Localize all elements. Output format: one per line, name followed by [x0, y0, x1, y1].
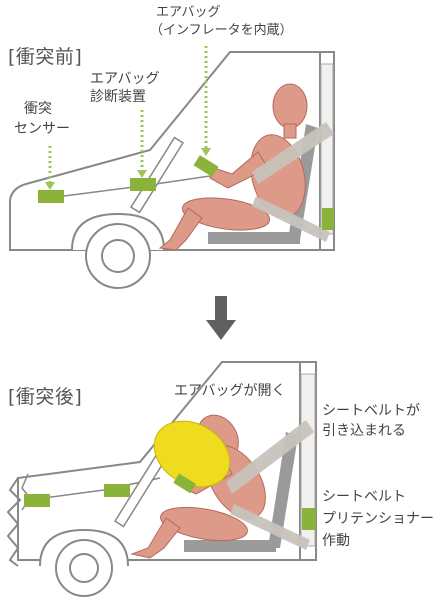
- crash-sensor-before: [38, 190, 64, 203]
- pret-label-line2: プリテンショナー: [322, 511, 434, 527]
- lap-belt-before: [252, 196, 330, 242]
- pretensioner-before: [322, 208, 334, 230]
- before-scene: [9, 46, 335, 289]
- belt-label-line1: シートベルトが: [322, 403, 420, 419]
- wheel-hub-before: [101, 239, 135, 273]
- leader-diag-arrow: [137, 170, 147, 178]
- sensor-label-line2: センサー: [14, 121, 70, 137]
- leader-sensor-arrow: [45, 182, 55, 190]
- sensor-label-line1: 衝突: [24, 101, 52, 117]
- airbag-module-before: [193, 155, 219, 177]
- seat-back-after: [268, 432, 298, 548]
- seat-cushion-before: [208, 232, 300, 244]
- pret-label-line3: 作動: [322, 533, 350, 549]
- pretensioner-after: [302, 508, 316, 530]
- seat-cushion-after: [184, 540, 276, 552]
- pret-label-line1: シートベルト: [322, 489, 406, 505]
- diagnostic-unit-after: [104, 484, 130, 497]
- lap-belt-after: [230, 504, 310, 550]
- wheel-hub-after: [69, 553, 99, 583]
- airbag-module-after: [173, 473, 197, 494]
- car-body-outline-before: [9, 51, 335, 251]
- steering-column-before: [129, 136, 185, 214]
- diag-label-line2: 診断装置: [90, 89, 146, 105]
- airbag-open-label: エアバッグが開く: [174, 383, 286, 399]
- leader-airbag-arrow: [201, 148, 211, 156]
- pillar-inner-after: [300, 373, 316, 547]
- after-scene: [6, 361, 317, 597]
- shoulder-belt-before: [252, 122, 334, 184]
- diagnostic-unit-before: [130, 178, 156, 191]
- airbag-label-line2: （インフレータを内蔵）: [150, 23, 293, 38]
- belt-label-line2: 引き込まれる: [322, 423, 406, 439]
- transition-arrow: [206, 296, 236, 340]
- diag-label-line1: エアバッグ: [90, 71, 160, 87]
- crumpled-front: [6, 477, 22, 567]
- shoulder-belt-after: [226, 420, 314, 494]
- before-title: [衝突前]: [8, 46, 83, 68]
- crash-dummy-before: [158, 83, 308, 251]
- crash-sensor-after: [24, 494, 50, 507]
- after-title: [衝突後]: [8, 386, 83, 408]
- airbag-label-line1: エアバッグ: [156, 5, 221, 20]
